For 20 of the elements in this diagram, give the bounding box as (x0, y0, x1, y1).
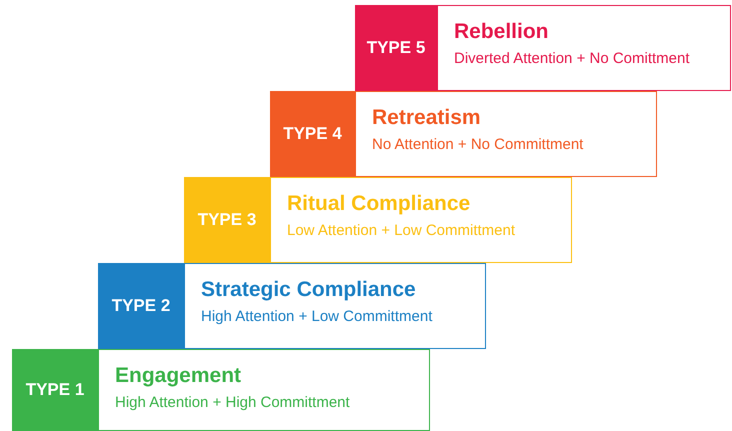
step-description: High Attention + High Committment (115, 394, 350, 411)
step-heading: Rebellion (454, 20, 549, 44)
step-description: High Attention + Low Committment (201, 308, 432, 325)
step-description: No Attention + No Committment (372, 136, 584, 153)
step-heading: Retreatism (372, 106, 481, 130)
type-label-block: TYPE 2 (98, 263, 184, 349)
type-label-block: TYPE 4 (270, 91, 355, 177)
step-heading: Strategic Compliance (201, 278, 416, 302)
step-card (98, 349, 430, 431)
step-heading: Ritual Compliance (287, 192, 470, 216)
step-card (437, 5, 731, 91)
step-card (184, 263, 486, 349)
step-card (355, 91, 657, 177)
type-label-block: TYPE 1 (12, 349, 98, 431)
step-description: Low Attention + Low Committment (287, 222, 516, 239)
step-heading: Engagement (115, 364, 242, 388)
step-description: Diverted Attention + No Comittment (454, 50, 690, 67)
type-label-block: TYPE 5 (355, 5, 437, 91)
type-label-block: TYPE 3 (184, 177, 270, 263)
step-card (270, 177, 572, 263)
